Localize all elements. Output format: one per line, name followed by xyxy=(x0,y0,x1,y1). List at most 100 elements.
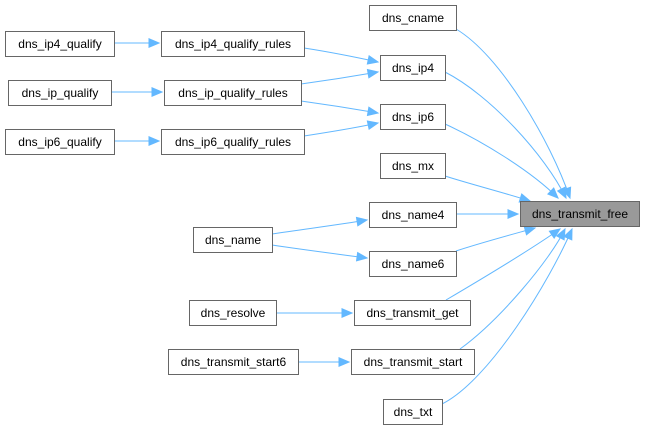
node-label: dns_ip6 xyxy=(392,110,434,124)
edge-dns_ip4_qualify_rules-to-dns_ip4 xyxy=(303,47,380,65)
edge-dns_name-to-dns_name6 xyxy=(271,244,369,262)
arrow-head-icon xyxy=(148,38,161,48)
node-box xyxy=(8,80,112,106)
node-label: dns_cname xyxy=(382,11,444,25)
arrow-head-icon xyxy=(338,357,351,367)
node-dns-transmit-start[interactable]: dns_transmit_start xyxy=(351,349,475,375)
node-label: dns_ip4_qualify_rules xyxy=(175,37,291,51)
node-box xyxy=(380,104,446,130)
arrow-head-icon xyxy=(355,251,369,262)
edge-line xyxy=(459,228,566,350)
arrow-head-icon xyxy=(355,216,369,227)
edge-dns_transmit_start6-to-dns_transmit_start xyxy=(298,357,351,367)
edge-line xyxy=(300,71,379,85)
node-dns-resolve[interactable]: dns_resolve xyxy=(189,300,277,326)
node-box xyxy=(369,251,457,277)
node-box xyxy=(351,349,475,375)
node-label: dns_ip_qualify_rules xyxy=(178,86,287,100)
node-box xyxy=(5,31,115,57)
edge-dns_cname-to-dns_transmit_free xyxy=(455,28,572,200)
edge-dns_mx-to-dns_transmit_free xyxy=(444,175,532,203)
edge-dns_ip_qualify-to-dns_ip_qualify_rules xyxy=(111,87,164,97)
arrow-head-icon xyxy=(555,227,566,241)
node-dns-ip-qualify-rules[interactable]: dns_ip_qualify_rules xyxy=(164,80,302,106)
arrow-head-icon xyxy=(366,68,380,79)
node-dns-transmit-free[interactable]: dns_transmit_free xyxy=(520,201,640,227)
node-dns-name6[interactable]: dns_name6 xyxy=(369,251,457,277)
edge-line xyxy=(271,219,368,235)
edge-line xyxy=(445,228,561,301)
node-dns-name[interactable]: dns_name xyxy=(193,227,273,253)
arrow-head-icon xyxy=(523,226,537,236)
node-label: dns_ip6_qualify xyxy=(18,135,101,149)
edge-line xyxy=(444,123,559,199)
node-box xyxy=(380,55,446,81)
node-label: dns_transmit_free xyxy=(532,207,628,221)
node-dns-mx[interactable]: dns_mx xyxy=(380,153,446,179)
edge-line xyxy=(444,71,567,199)
node-box xyxy=(189,300,277,326)
edge-line xyxy=(444,175,531,202)
edge-dns_ip6_qualify-to-dns_ip6_qualify_rules xyxy=(114,136,161,146)
nodes-layer: dns_transmit_free dns_cname dns_ip4 dns_ip6… xyxy=(5,5,640,425)
node-box xyxy=(380,153,446,179)
edge-dns_transmit_get-to-dns_transmit_free xyxy=(445,228,562,301)
edge-line xyxy=(303,122,379,137)
edge-dns_name4-to-dns_transmit_free xyxy=(456,209,520,219)
edge-dns_ip4_qualify-to-dns_ip4_qualify_rules xyxy=(114,38,161,48)
node-label: dns_ip_qualify xyxy=(22,86,99,100)
node-box xyxy=(193,227,273,253)
node-label: dns_transmit_start xyxy=(364,355,463,369)
edge-line xyxy=(441,228,573,405)
edges-layer xyxy=(111,28,573,405)
node-dns-ip4[interactable]: dns_ip4 xyxy=(380,55,446,81)
node-label: dns_name6 xyxy=(382,257,445,271)
edge-dns_ip_qualify_rules-to-dns_ip6 xyxy=(300,100,380,117)
node-dns-txt[interactable]: dns_txt xyxy=(383,399,443,425)
node-label: dns_ip4 xyxy=(392,61,434,75)
edge-dns_ip4-to-dns_transmit_free xyxy=(444,71,567,200)
node-dns-transmit-get[interactable]: dns_transmit_get xyxy=(354,300,471,326)
node-label: dns_mx xyxy=(392,159,434,173)
node-label: dns_transmit_start6 xyxy=(181,355,287,369)
arrow-head-icon xyxy=(148,136,161,146)
node-dns-name4[interactable]: dns_name4 xyxy=(369,202,457,228)
node-label: dns_ip4_qualify xyxy=(18,37,101,51)
edge-line xyxy=(300,100,379,114)
edge-dns_name6-to-dns_transmit_free xyxy=(455,226,537,252)
arrow-head-icon xyxy=(366,120,380,131)
edge-dns_ip6-to-dns_transmit_free xyxy=(444,123,559,199)
edge-line xyxy=(303,47,379,63)
arrow-head-icon xyxy=(556,186,567,200)
arrow-head-icon xyxy=(547,187,559,199)
node-dns-ip6[interactable]: dns_ip6 xyxy=(380,104,446,130)
node-dns-ip4-qualify-rules[interactable]: dns_ip4_qualify_rules xyxy=(161,31,305,57)
node-box xyxy=(369,202,457,228)
edge-dns_resolve-to-dns_transmit_get xyxy=(276,308,354,318)
node-box xyxy=(168,349,299,375)
node-label: dns_transmit_get xyxy=(366,306,459,320)
node-box xyxy=(369,5,457,31)
edge-line xyxy=(271,244,368,259)
node-dns-ip6-qualify[interactable]: dns_ip6_qualify xyxy=(5,129,115,155)
arrow-head-icon xyxy=(151,87,164,97)
edge-dns_ip6_qualify_rules-to-dns_ip6 xyxy=(303,120,380,137)
node-dns-ip4-qualify[interactable]: dns_ip4_qualify xyxy=(5,31,115,57)
node-dns-ip-qualify[interactable]: dns_ip_qualify xyxy=(8,80,112,106)
arrow-head-icon xyxy=(548,228,562,240)
node-dns-ip6-qualify-rules[interactable]: dns_ip6_qualify_rules xyxy=(161,129,305,155)
node-dns-transmit-start6[interactable]: dns_transmit_start6 xyxy=(168,349,299,375)
node-box xyxy=(5,129,115,155)
arrow-head-icon xyxy=(341,308,354,318)
edge-dns_name-to-dns_name4 xyxy=(271,216,369,235)
node-box xyxy=(354,300,471,326)
arrow-head-icon xyxy=(563,227,573,241)
edge-dns_ip_qualify_rules-to-dns_ip4 xyxy=(300,68,380,85)
edge-line xyxy=(455,28,571,199)
node-label: dns_name4 xyxy=(382,208,445,222)
edge-line xyxy=(455,227,536,252)
node-dns-cname[interactable]: dns_cname xyxy=(369,5,457,31)
node-label: dns_resolve xyxy=(201,306,266,320)
node-box xyxy=(161,129,305,155)
